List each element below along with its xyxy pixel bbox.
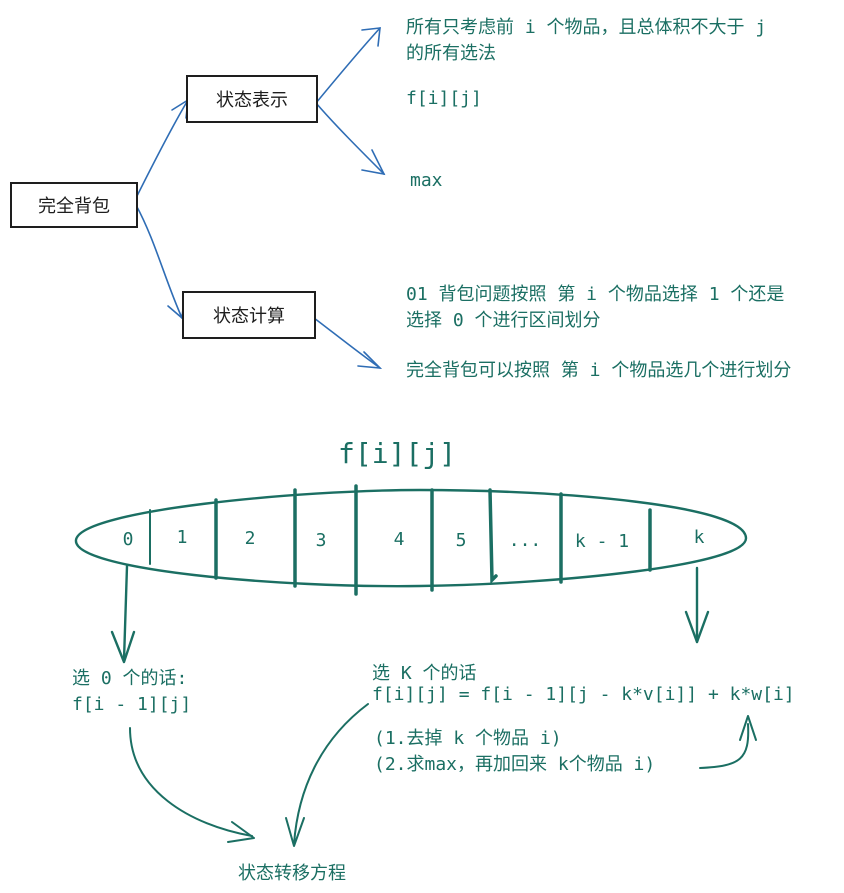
- complete-desc: 完全背包可以按照 第 i 个物品选几个进行划分: [406, 360, 792, 381]
- select-k-label: 选 K 个的话: [372, 663, 477, 684]
- set-desc-line2: 的所有选法: [406, 43, 496, 64]
- partition-cell: k: [693, 527, 705, 548]
- state-calc-node-label: 状态计算: [213, 306, 285, 327]
- partition-cell: 1: [176, 527, 188, 548]
- partition-cell: 0: [122, 529, 134, 550]
- zero-one-line2: 选择 0 个进行区间划分: [406, 310, 601, 331]
- transition-label: 状态转移方程: [238, 863, 346, 884]
- arrow-k-to-transition: [293, 703, 369, 845]
- edge-repr-to-set: [315, 27, 381, 104]
- partition-ellipse: [74, 488, 748, 588]
- edge-root-to-repr: [135, 99, 189, 199]
- cell-divider: [488, 488, 498, 585]
- arrowhead: [285, 817, 305, 847]
- arrowhead: [361, 27, 381, 47]
- state-repr-node-label: 状态表示: [216, 90, 288, 111]
- arrowhead: [361, 149, 386, 176]
- arrow-select-zero: [122, 564, 129, 662]
- state-calc-node-box: 状态计算: [182, 291, 316, 339]
- partition-cell: ...: [508, 530, 542, 551]
- select-k-note1: (1.去掉 k 个物品 i): [374, 728, 562, 749]
- arrow-zero-to-transition: [129, 727, 253, 837]
- arrowhead: [684, 610, 710, 644]
- arrowhead: [110, 630, 136, 664]
- partition-cell: 4: [393, 529, 405, 550]
- root-node-label: 完全背包: [38, 196, 110, 217]
- partition-cell: k - 1: [574, 531, 630, 552]
- zero-one-line1: 01 背包问题按照 第 i 个物品选择 1 个还是: [406, 284, 785, 305]
- partition-cell: 3: [315, 530, 327, 551]
- edge-calc-to-detail: [313, 317, 381, 369]
- state-repr-node-box: 状态表示: [186, 75, 318, 123]
- root-node-box: 完全背包: [10, 182, 138, 228]
- select-k-note2: (2.求max，再加回来 k个物品 i): [374, 754, 656, 775]
- arrow-note-to-formula: [699, 723, 750, 769]
- arrowhead: [227, 821, 255, 843]
- set-desc-line1: 所有只考虑前 i 个物品，且总体积不大于 j: [406, 17, 767, 38]
- array-label: f[i][j]: [406, 88, 482, 109]
- arrowhead: [357, 351, 383, 369]
- partition-cell: 5: [455, 530, 467, 551]
- select-zero-formula: f[i - 1][j]: [72, 694, 192, 715]
- select-k-formula: f[i][j] = f[i - 1][j - k*v[i]] + k*w[i]: [372, 684, 795, 705]
- partition-title: f[i][j]: [338, 437, 457, 470]
- edge-root-to-calc: [135, 204, 183, 319]
- edge-repr-to-attr: [315, 102, 385, 175]
- select-zero-label: 选 0 个的话:: [72, 668, 188, 689]
- attr-label: max: [410, 170, 443, 191]
- partition-cell: 2: [244, 528, 256, 549]
- arrowhead: [739, 715, 757, 741]
